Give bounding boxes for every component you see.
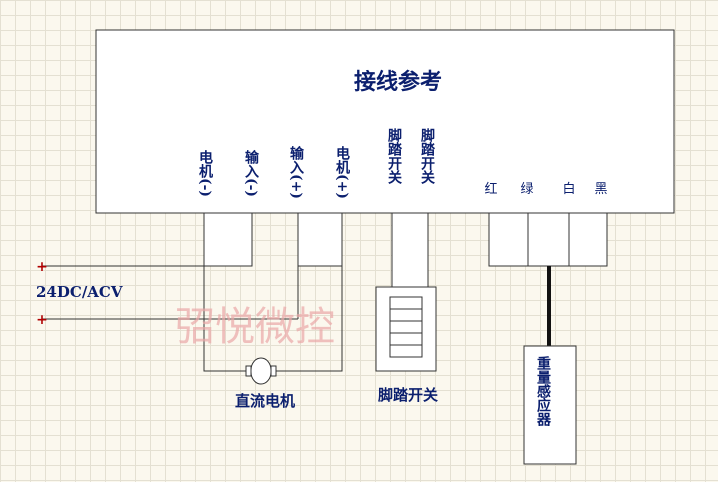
color-label-red: 红 — [484, 181, 497, 197]
terminal-label-motor-neg: 电机(-) — [197, 149, 213, 197]
terminal-label-foot-1: 脚踏开关 — [386, 128, 402, 185]
power-label: 24DC/ACV — [36, 283, 123, 301]
weight-sensor-box — [523, 345, 577, 465]
diagram-title: 接线参考 — [354, 69, 442, 95]
watermark: 弨悦微控 — [175, 304, 335, 350]
foot-switch-icon — [375, 286, 437, 372]
terminal-label-input-pos: 输入(+) — [288, 145, 304, 199]
terminal-label-motor-pos: 电机(+) — [334, 145, 350, 199]
color-label-black: 黑 — [594, 182, 607, 197]
color-label-green: 绿 — [520, 182, 533, 197]
terminal-label-foot-2: 脚踏开关 — [419, 128, 435, 185]
power-plus-top: + — [36, 259, 48, 275]
terminal-block-sensor — [488, 212, 608, 267]
foot-switch-label: 脚踏开关 — [378, 386, 438, 404]
terminal-block-right — [297, 212, 343, 267]
sensor-label: 重量感应器 — [535, 355, 552, 427]
motor-icon — [245, 357, 277, 385]
terminal-label-input-neg: 输入(-) — [243, 149, 259, 197]
color-label-white: 白 — [562, 181, 575, 197]
terminal-block-left — [203, 212, 253, 267]
motor-label: 直流电机 — [235, 392, 295, 410]
controller-box — [95, 29, 675, 214]
terminal-block-foot — [391, 212, 429, 288]
power-plus-bottom: + — [36, 312, 48, 328]
